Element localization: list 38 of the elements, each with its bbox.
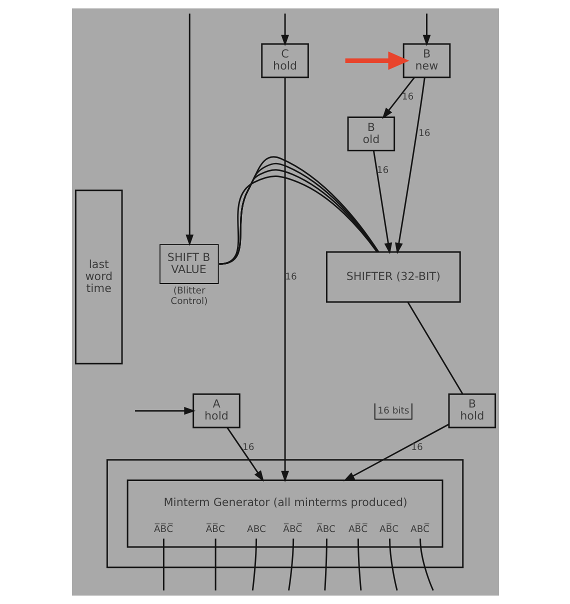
node-box: SHIFTER (32-BIT) <box>325 251 460 303</box>
edge-label: 16 <box>418 128 430 140</box>
arrow <box>422 14 430 46</box>
arrow <box>344 52 409 70</box>
node-box: B new <box>402 43 450 78</box>
label: 16 bits <box>377 406 409 417</box>
edge-label: 16 <box>376 164 388 176</box>
connector <box>251 538 257 591</box>
node-box: Minterm Generator (all minterms produced) A̅B̅C̅ A̅B̅C ABC A̅BC̅ A̅BC AB̅C̅ AB̅C ABC̅ <box>126 480 443 548</box>
arrow <box>280 78 288 482</box>
arrow <box>382 77 414 119</box>
arrow <box>134 406 195 415</box>
node-box: last word time <box>74 190 122 364</box>
connector <box>214 538 216 590</box>
node-box: A hold <box>192 393 240 428</box>
connector <box>388 538 398 591</box>
connector <box>162 538 164 590</box>
connector <box>324 538 327 590</box>
arrow <box>226 427 264 482</box>
node-label: (Blitter Control) <box>170 286 208 307</box>
arrow <box>372 150 392 254</box>
edge-label: 16 <box>242 442 254 453</box>
arrow <box>280 14 288 46</box>
edge-label: 16 <box>410 442 422 453</box>
node-box: C hold <box>260 43 308 78</box>
connector <box>288 538 294 591</box>
connector <box>356 538 362 591</box>
arrow <box>394 77 425 254</box>
node-box: B hold <box>448 393 496 428</box>
edge-label: 16 <box>401 92 414 103</box>
connector <box>419 538 434 591</box>
arrow <box>342 424 449 482</box>
edge-label: 16 <box>284 271 296 282</box>
cluster <box>106 459 464 568</box>
connector <box>406 302 463 395</box>
node-box: SHIFT B VALUE <box>159 244 218 284</box>
arrow <box>185 14 194 246</box>
node-box: B old <box>346 116 395 152</box>
